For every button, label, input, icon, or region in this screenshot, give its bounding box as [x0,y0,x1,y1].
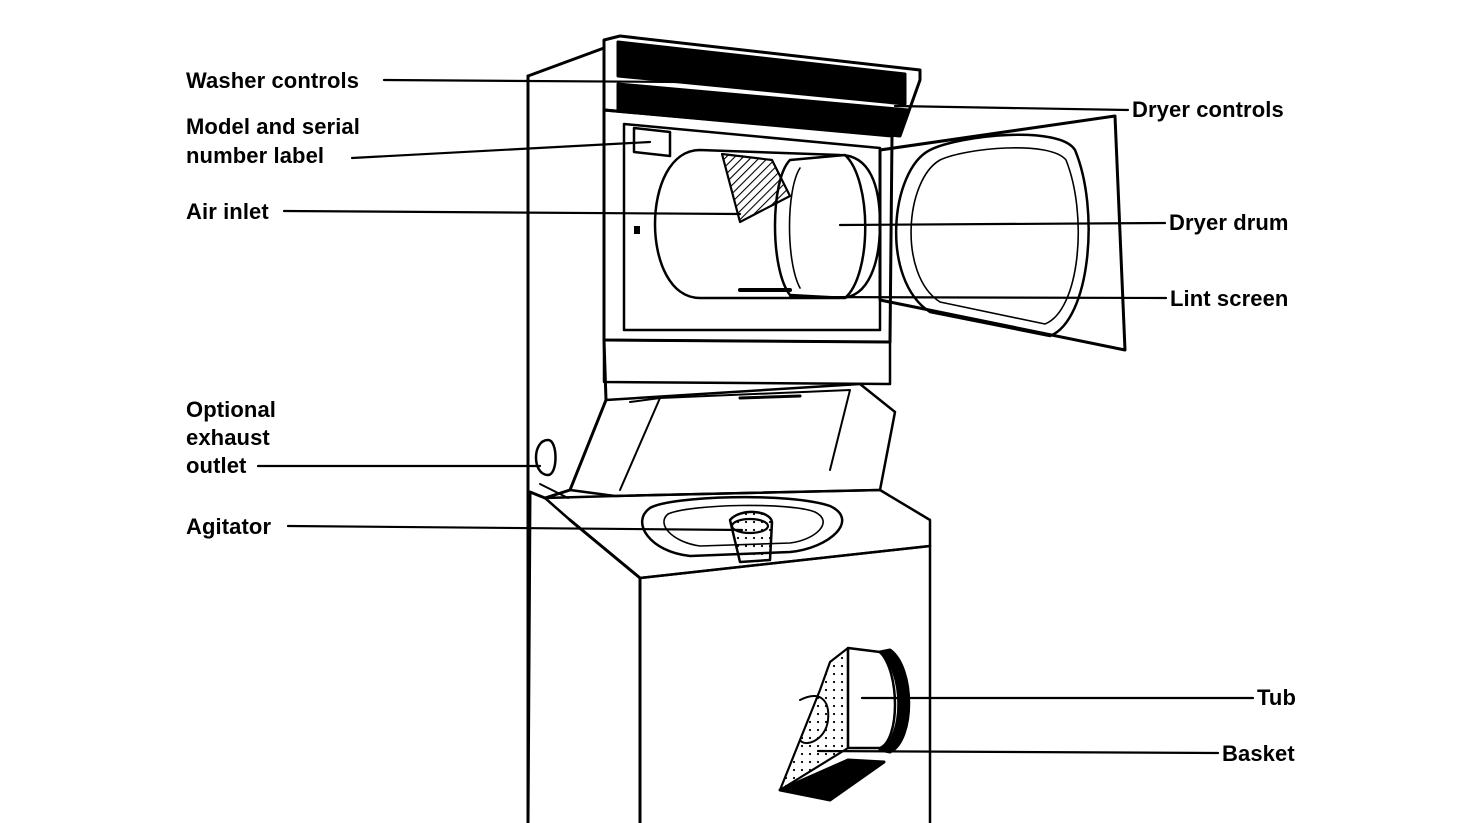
label-optional-exhaust-line1: Optional [186,397,277,422]
washer-control-panel [616,40,907,106]
label-basket: Basket [1222,741,1295,766]
leader-model-serial [350,140,652,160]
label-optional-exhaust-line2: exhaust [186,425,270,450]
label-lint-screen: Lint screen [1170,286,1289,311]
dryer-drum [773,153,867,300]
model-serial-label [632,126,672,158]
leader-air-inlet [282,209,742,216]
label-dryer-drum: Dryer drum [1169,210,1289,235]
leader-basket [816,749,1220,755]
air-inlet-grille [720,152,792,224]
dryer-opening-frame [622,122,882,332]
agitator [728,510,774,564]
label-agitator: Agitator [186,514,272,539]
label-dryer-controls: Dryer controls [1132,97,1284,122]
leader-washer-controls [382,78,682,84]
dryer-control-panel [616,82,910,136]
washer-front [638,544,932,823]
label-washer-controls: Washer controls [186,68,360,93]
leader-dryer-controls [893,104,1130,112]
dryer-door [878,114,1127,352]
washer-lid [568,382,897,498]
label-air-inlet: Air inlet [186,199,269,224]
cabinet-side-panel [526,46,608,823]
leader-agitator [286,524,744,532]
leader-dryer-drum [838,221,1167,227]
dryer-door-window [894,133,1090,338]
exhaust-outlet [534,438,557,477]
label-optional-exhaust-line3: outlet [186,453,247,478]
leader-lint-screen [788,295,1168,300]
label-model-serial-line2: number label [186,143,325,168]
middle-divider [602,338,892,386]
dryer-drum-opening [653,148,882,300]
label-tub: Tub [1257,685,1296,710]
washer-tub-ring [640,495,844,558]
label-model-serial-line1: Model and serial [186,114,360,139]
